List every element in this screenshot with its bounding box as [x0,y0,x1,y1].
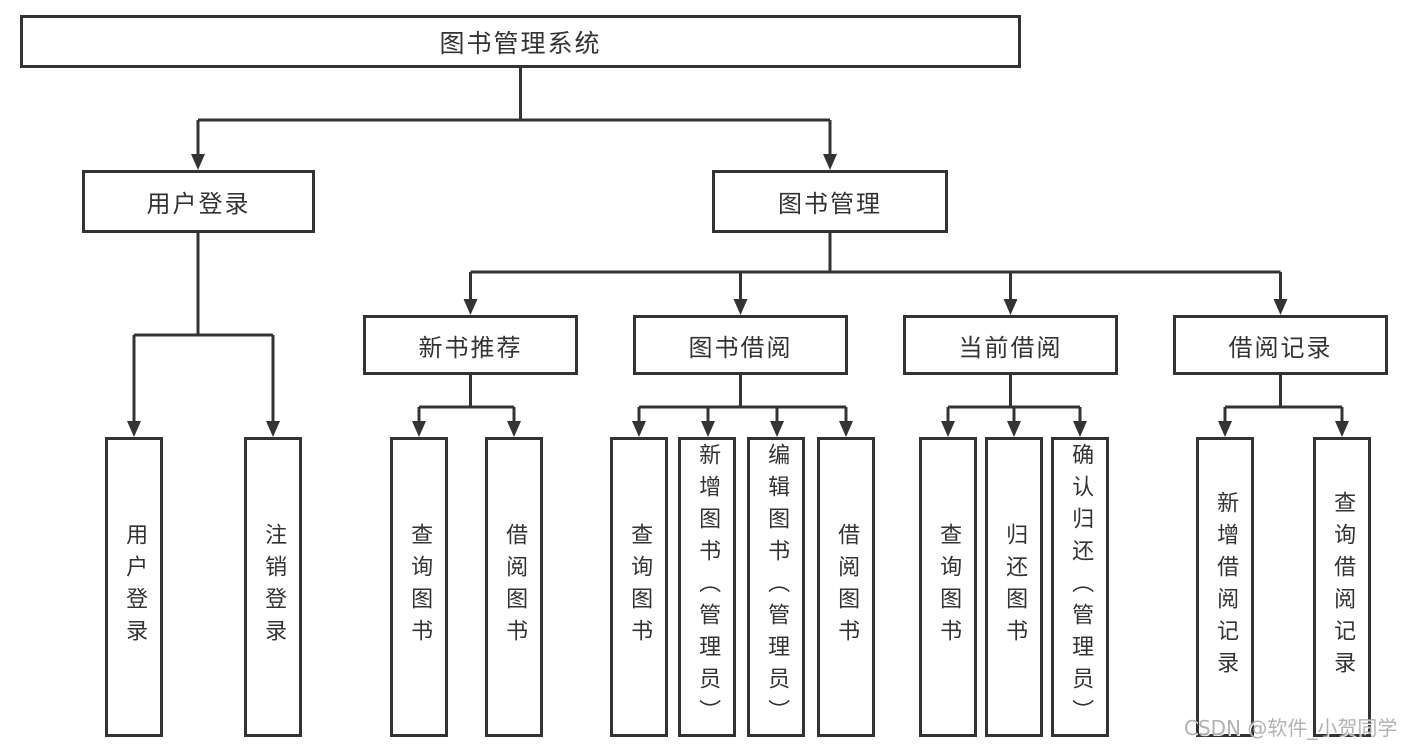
node-book-management: 图书管理 [712,170,948,233]
node-user-login-label: 用户登录 [146,190,251,218]
leaf-logout: 注销登录 [244,437,302,737]
arrow-down-icon [632,421,646,437]
arrow-down-icon [1007,421,1021,437]
leaf-edit-books-admin-label: 编辑图书（管理员） [764,443,790,731]
leaf-query-borrow-record: 查询借阅记录 [1313,437,1371,737]
arrow-down-icon [507,421,521,437]
arrow-down-icon [701,421,715,437]
node-book-borrow: 图书借阅 [633,315,848,375]
leaf-borrow-books-recommend-label: 借阅图书 [502,523,528,651]
leaf-borrow-books-recommend: 借阅图书 [485,437,543,737]
arrow-down-icon [1218,421,1232,437]
leaf-return-books-label: 归还图书 [1002,523,1028,651]
leaf-borrow-books: 借阅图书 [817,437,875,737]
leaf-confirm-return-admin-label: 确认归还（管理员） [1068,443,1094,731]
node-new-book-recommend: 新书推荐 [363,315,578,375]
node-current-borrow-label: 当前借阅 [958,333,1063,362]
leaf-return-books: 归还图书 [985,437,1043,737]
arrow-down-icon [770,421,784,437]
arrow-down-icon [463,299,478,315]
leaf-user-login: 用户登录 [105,437,163,737]
arrowheads [127,154,1349,437]
arrow-down-icon [266,421,280,437]
arrow-down-icon [127,421,141,437]
arrow-down-icon [1273,299,1288,315]
arrow-down-icon [733,299,748,315]
node-library-management-system: 图书管理系统 [20,15,1021,68]
leaf-edit-books-admin: 编辑图书（管理员） [747,437,805,737]
leaf-logout-label: 注销登录 [261,523,287,651]
node-borrow-records-label: 借阅记录 [1228,333,1333,362]
arrow-down-icon [1003,299,1018,315]
node-library-management-system-label: 图书管理系统 [439,28,602,58]
node-new-book-recommend-label: 新书推荐 [418,333,523,362]
leaf-query-books-recommend-label: 查询图书 [407,523,433,651]
arrow-down-icon [412,421,426,437]
node-current-borrow: 当前借阅 [903,315,1118,375]
leaf-borrow-books-label: 借阅图书 [834,523,860,651]
leaf-query-borrow-record-label: 查询借阅记录 [1330,491,1356,683]
node-book-management-label: 图书管理 [778,190,882,218]
leaf-user-login-label: 用户登录 [122,523,148,651]
arrow-down-icon [1073,421,1087,437]
arrow-down-icon [823,154,837,170]
leaf-query-books-borrow: 查询图书 [610,437,668,737]
leaf-add-borrow-record: 新增借阅记录 [1196,437,1254,737]
leaf-add-books-admin-label: 新增图书（管理员） [695,443,721,731]
leaf-add-books-admin: 新增图书（管理员） [678,437,736,737]
leaf-query-books-borrow-label: 查询图书 [627,523,653,651]
node-user-login: 用户登录 [82,170,315,233]
node-book-borrow-label: 图书借阅 [688,333,793,362]
leaf-query-books-recommend: 查询图书 [390,437,448,737]
arrow-down-icon [941,421,955,437]
arrow-down-icon [191,154,205,170]
leaf-query-books-current-label: 查询图书 [936,523,962,651]
leaf-confirm-return-admin: 确认归还（管理员） [1051,437,1109,737]
leaf-query-books-current: 查询图书 [919,437,977,737]
arrow-down-icon [1335,421,1349,437]
connector-segments [132,68,1344,423]
leaf-add-borrow-record-label: 新增借阅记录 [1213,491,1239,683]
node-borrow-records: 借阅记录 [1173,315,1388,375]
watermark: CSDN @软件_小贺同学 [1184,716,1398,740]
arrow-down-icon [839,421,853,437]
